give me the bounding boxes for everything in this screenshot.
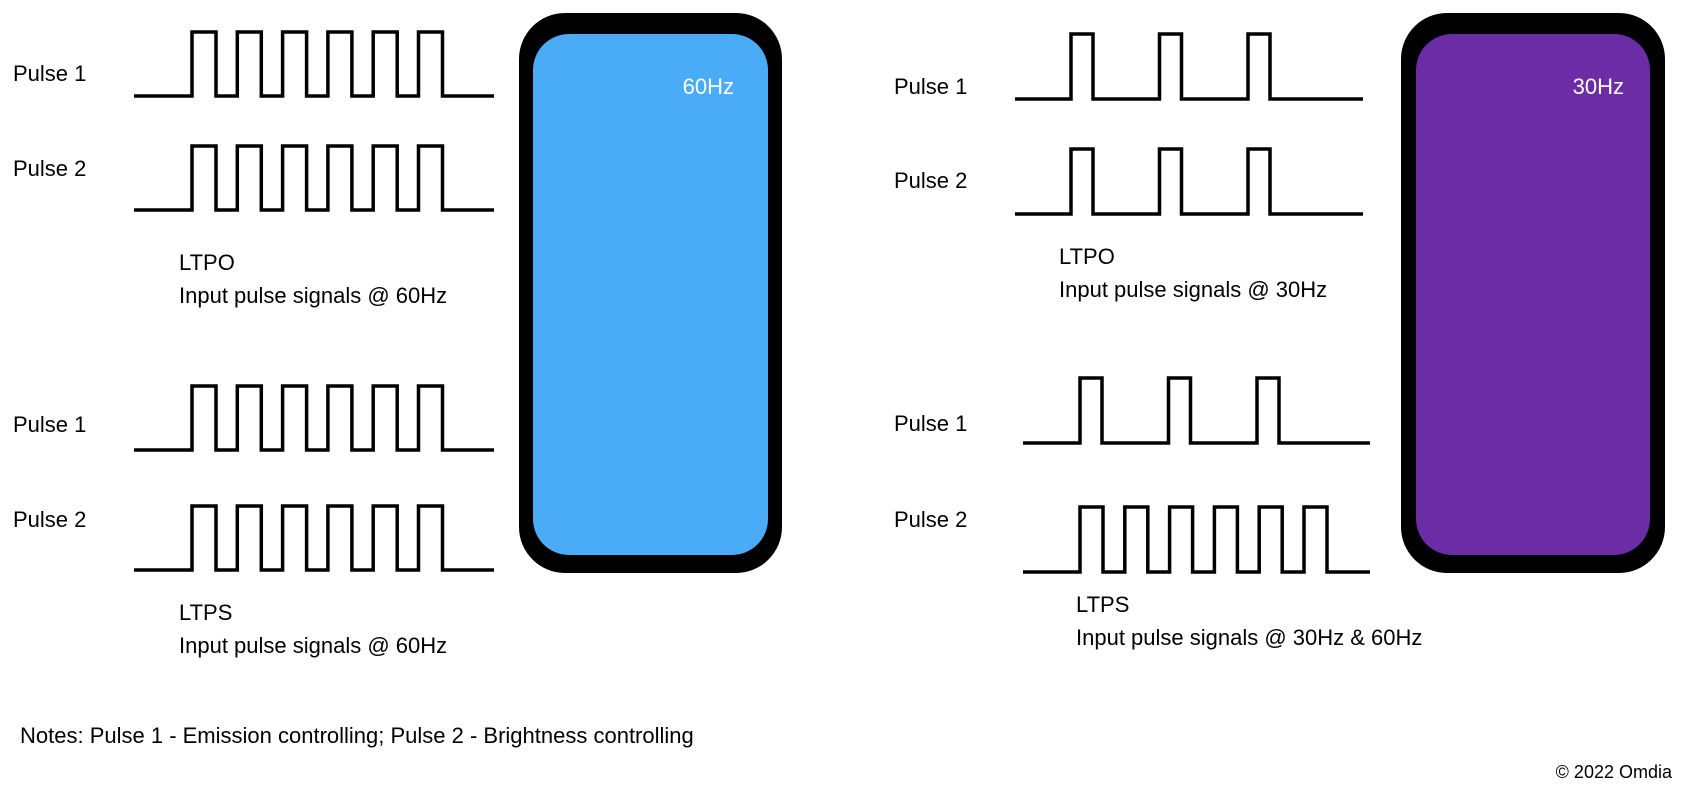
refresh-rate-label: 30Hz [1572,74,1624,99]
screen-30hz: 30Hz [1416,34,1650,555]
tech-label: LTPS [179,600,233,625]
waveform-left-ltpo-pulse-1 [134,30,494,98]
caption-right-ltpo: LTPO Input pulse signals @ 30Hz [1059,240,1327,306]
phone-30hz: 30Hz [1401,13,1665,573]
caption-left-ltpo: LTPO Input pulse signals @ 60Hz [179,246,447,312]
pulse-label: Pulse 2 [894,168,968,193]
waveform-left-ltpo-pulse-2 [134,144,494,212]
pulse-label: Pulse 2 [13,156,87,181]
caption-text: Input pulse signals @ 60Hz [179,283,448,308]
waveform-right-ltps-pulse-1 [1023,376,1370,445]
caption-left-ltps: LTPS Input pulse signals @ 60Hz [179,596,447,662]
pulse-label: Pulse 1 [13,412,87,437]
pulse-label: Pulse 1 [13,61,87,86]
pulse-label: Pulse 1 [894,74,968,99]
caption-text: Input pulse signals @ 60Hz [179,633,448,658]
pulse-label: Pulse 2 [894,507,968,532]
tech-label: LTPS [1076,592,1130,617]
copyright-text: © 2022 Omdia [1555,762,1672,782]
tech-label: LTPO [179,250,235,275]
pulse-label: Pulse 1 [894,411,968,436]
phone-60hz: 60Hz [519,13,782,573]
caption-text: Input pulse signals @ 30Hz & 60Hz [1076,625,1423,650]
waveform-left-ltps-pulse-2 [134,504,494,572]
waveform-right-ltpo-pulse-1 [1015,32,1363,101]
waveform-left-ltps-pulse-1 [134,384,494,452]
pulse-label: Pulse 2 [13,507,87,532]
caption-right-ltps: LTPS Input pulse signals @ 30Hz & 60Hz [1076,588,1422,654]
caption-text: Input pulse signals @ 30Hz [1059,277,1328,302]
waveform-right-ltpo-pulse-2 [1015,147,1363,216]
screen-60hz: 60Hz [533,34,768,555]
waveform-right-ltps-pulse-2 [1023,505,1370,574]
notes-text: Notes: Pulse 1 - Emission controlling; P… [20,723,694,748]
tech-label: LTPO [1059,244,1115,269]
refresh-rate-label: 60Hz [682,74,734,99]
